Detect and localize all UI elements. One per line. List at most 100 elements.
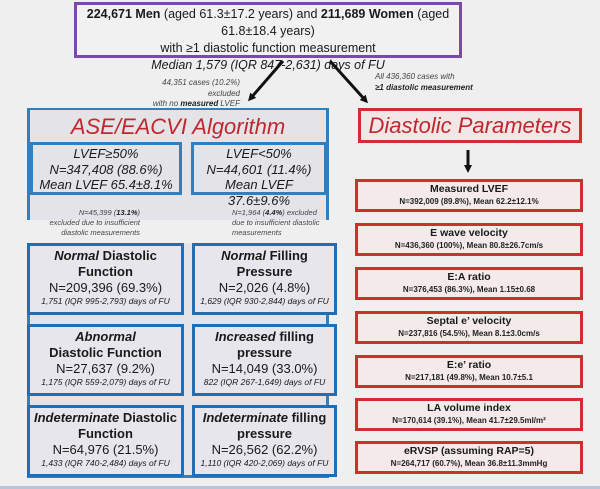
param-name: E wave velocity [430, 227, 508, 239]
ase-eacvi-title: ASE/EACVI Algorithm [30, 110, 326, 143]
lvef-reduced-box: LVEF<50% N=44,601 (11.4%) Mean LVEF 37.6… [191, 142, 327, 208]
men-age: (aged 61.3±17.2 years) and [160, 7, 321, 21]
arrow-to-diastolic [328, 59, 369, 104]
result-title-italic: Indeterminate [33, 410, 120, 425]
result-title-line2: Pressure [236, 264, 293, 279]
lvef-count: N=347,408 (88.6%) [49, 161, 163, 177]
note-text: ) [137, 208, 141, 217]
abnormal-diastolic-function-box: Abnormal Diastolic Function N=27,637 (9.… [27, 324, 184, 396]
note-line: All 436,360 cases with [375, 72, 455, 81]
result-title-italic: Abnormal [75, 329, 136, 344]
lvef-mean: Mean LVEF 65.4±8.1% [39, 177, 173, 192]
note-line: excluded [207, 88, 240, 98]
normal-diastolic-function-box: Normal Diastolic Function N=209,396 (69.… [27, 243, 184, 315]
result-follow-up: 1,433 (IQR 740-2,484) days of FU [41, 458, 170, 468]
param-value: N=436,360 (100%), Mean 80.8±26.7cm/s [394, 241, 544, 250]
result-count: N=14,049 (33.0%) [211, 361, 318, 376]
note-text: ) excluded [282, 208, 317, 217]
note-text: N=45,399 ( [78, 208, 117, 217]
note-line: due to insufficient diastolic [232, 218, 320, 227]
result-title-italic: Increased [215, 329, 276, 344]
all-cases-note: All 436,360 cases with ≥1 diastolic meas… [375, 72, 525, 93]
exclusion-band [27, 220, 329, 243]
cohort-line-1: 224,671 Men (aged 61.3±17.2 years) and 2… [77, 6, 459, 40]
note-bold: 13.1% [116, 208, 138, 217]
result-title-line2: Function [78, 264, 133, 279]
note-line: 44,351 cases (10.2%) [162, 78, 240, 87]
result-follow-up: 1,110 (IQR 420-2,069) days of FU [200, 458, 329, 468]
param-name: E:e’ ratio [446, 359, 492, 371]
preserved-exclusion-note: N=45,399 (13.1%) excluded due to insuffi… [30, 208, 140, 238]
result-title-rest: Diastolic [99, 248, 157, 263]
result-title-italic: Normal [221, 248, 266, 263]
note-text: with no [152, 99, 181, 108]
param-la-volume-index: LA volume index N=170,614 (39.1%), Mean … [355, 398, 583, 431]
lvef-mean: Mean LVEF 37.6±9.6% [225, 177, 293, 208]
result-count: N=64,976 (21.5%) [52, 442, 159, 457]
param-name: LA volume index [427, 402, 511, 414]
result-title-line2: pressure [237, 345, 292, 360]
note-line: N=1,964 (4.4%) excluded [232, 208, 342, 218]
result-title-line2: Function [78, 426, 133, 441]
lvef-count: N=44,601 (11.4%) [206, 161, 312, 177]
result-count: N=209,396 (69.3%) [48, 280, 163, 295]
result-title-line2: Diastolic Function [49, 345, 162, 360]
slide-bottom-border [0, 486, 600, 489]
result-title-italic: Normal [54, 248, 99, 263]
cohort-summary-box: 224,671 Men (aged 61.3±17.2 years) and 2… [74, 2, 462, 72]
result-title-rest: filling [275, 329, 314, 344]
note-text: N=1,964 ( [232, 208, 266, 217]
note-line: excluded due to insufficient [49, 218, 140, 227]
param-value: N=376,453 (86.3%), Mean 1.15±0.68 [402, 285, 536, 294]
lvef-label: LVEF≥50% [73, 146, 139, 161]
result-title: Indeterminate Diastolic [30, 410, 181, 426]
women-count: 211,689 Women [320, 7, 414, 21]
lvef-label: LVEF<50% [226, 146, 292, 161]
arrow-to-ase [248, 60, 285, 102]
param-name: Measured LVEF [430, 183, 508, 195]
excluded-no-lvef-note: 44,351 cases (10.2%) excluded with no me… [120, 78, 240, 110]
note-line: ≥1 diastolic measurement [375, 83, 525, 94]
param-e-e-prime-ratio: E:e’ ratio N=217,181 (49.8%), Mean 10.7±… [355, 355, 583, 388]
result-title-rest: Filling [265, 248, 308, 263]
note-bold: measured [180, 99, 219, 108]
result-count: N=27,637 (9.2%) [56, 361, 155, 376]
param-name: E:A ratio [447, 271, 491, 283]
lvef-preserved-box: LVEF≥50% N=347,408 (88.6%) Mean LVEF 65.… [30, 142, 182, 195]
cohort-median-fu: Median 1,579 (IQR 847-2,631) days of FU [151, 58, 385, 72]
result-title: Normal Filling [195, 248, 334, 264]
param-value: N=170,614 (39.1%), Mean 41.7±29.5ml/m² [392, 416, 546, 425]
note-line: with no measured LVEF [120, 99, 240, 110]
result-title-line2: pressure [237, 426, 292, 441]
normal-filling-pressure-box: Normal Filling Pressure N=2,026 (4.8%) 1… [192, 243, 337, 315]
result-title: Normal Diastolic [30, 248, 181, 264]
param-ervsp: eRVSP (assuming RAP=5) N=264,717 (60.7%)… [355, 441, 583, 474]
param-ea-ratio: E:A ratio N=376,453 (86.3%), Mean 1.15±0… [355, 267, 583, 300]
result-title-italic: Indeterminate [202, 410, 288, 425]
women-age: (aged 61.8±18.4 years) [221, 7, 450, 38]
result-follow-up: 1,751 (IQR 995-2,793) days of FU [41, 296, 170, 306]
increased-filling-pressure-box: Increased filling pressure N=14,049 (33.… [192, 324, 337, 396]
note-line: N=45,399 (13.1%) [30, 208, 140, 218]
note-bold: 4.4% [265, 208, 283, 217]
param-name: eRVSP (assuming RAP=5) [403, 445, 535, 457]
param-name: Septal e’ velocity [426, 315, 512, 327]
result-count: N=2,026 (4.8%) [218, 280, 311, 295]
param-e-wave-velocity: E wave velocity N=436,360 (100%), Mean 8… [355, 223, 583, 256]
result-title-rest: Diastolic [119, 410, 178, 425]
result-title: Indeterminate filling [195, 410, 334, 426]
result-title-rest: filling [287, 410, 327, 425]
note-line: diastolic measurements [61, 228, 140, 237]
param-value: N=264,717 (60.7%), Mean 36.8±11.3mmHg [390, 459, 548, 468]
param-value: N=237,816 (54.5%), Mean 8.1±3.0cm/s [398, 329, 540, 338]
result-title: Increased filling [195, 329, 334, 345]
param-value: N=392,009 (89.8%), Mean 62.2±12.1% [399, 197, 539, 206]
men-count: 224,671 Men [86, 7, 161, 21]
param-value: N=217,181 (49.8%), Mean 10.7±5.1 [405, 373, 533, 382]
param-septal-e-prime-velocity: Septal e’ velocity N=237,816 (54.5%), Me… [355, 311, 583, 344]
indeterminate-filling-pressure-box: Indeterminate filling pressure N=26,562 … [192, 405, 337, 477]
reduced-exclusion-note: N=1,964 (4.4%) excluded due to insuffici… [232, 208, 342, 238]
result-title: Abnormal [30, 329, 181, 345]
note-text: LVEF [218, 99, 240, 108]
result-count: N=26,562 (62.2%) [211, 442, 318, 457]
